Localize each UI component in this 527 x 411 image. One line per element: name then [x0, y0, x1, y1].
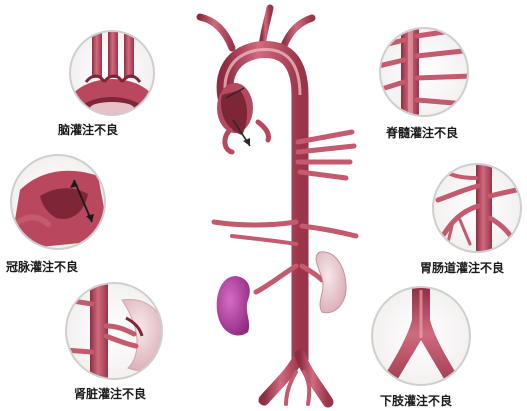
spinal-malperfusion-label: 脊髓灌注不良 [386, 124, 458, 141]
renal-inset [64, 282, 166, 382]
gi-malperfusion-label: 胃肠道灌注不良 [420, 259, 504, 276]
central-aorta [200, 6, 356, 404]
gi-inset [433, 162, 526, 258]
coronary-inset [10, 155, 110, 250]
brain-malperfusion-label: 脑灌注不良 [58, 121, 118, 138]
ischemic-kidney [217, 276, 250, 335]
normal-kidney [316, 252, 346, 313]
coronary-malperfusion-label: 冠脉灌注不良 [6, 258, 78, 275]
brain-inset [68, 26, 156, 130]
renal-malperfusion-label: 肾脏灌注不良 [74, 385, 146, 402]
lower-limb-malperfusion-label: 下肢灌注不良 [380, 392, 452, 409]
spinal-inset [370, 24, 472, 124]
lower-limb-inset [372, 286, 470, 392]
